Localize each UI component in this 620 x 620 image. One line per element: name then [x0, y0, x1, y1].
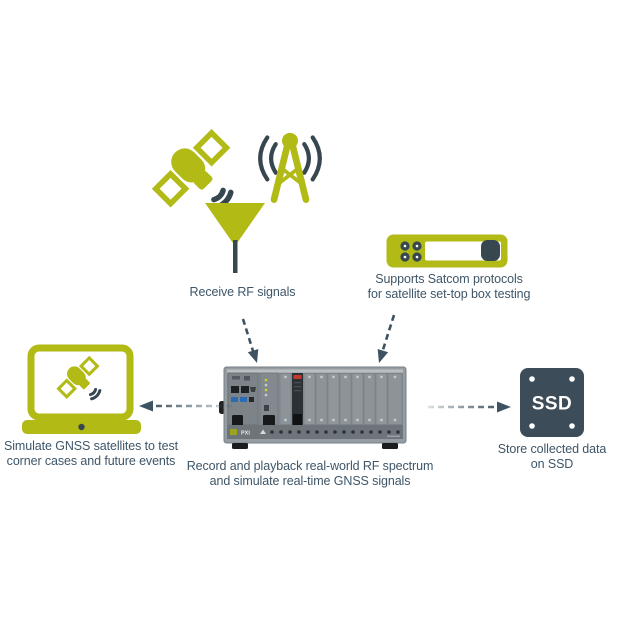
ssd-caption-line2: on SSD [530, 457, 574, 471]
receive-caption: Receive RF signals [160, 285, 325, 300]
ssd-icon: SSD [519, 367, 585, 438]
laptop-satellite-icon [56, 355, 102, 401]
laptop-caption: Simulate GNSS satellites to test corner … [2, 439, 180, 469]
ssd-label: SSD [532, 394, 573, 415]
laptop-caption-line2: corner cases and future events [6, 454, 176, 468]
satcom-caption-line2: for satellite set-top box testing [367, 287, 531, 301]
pxi-chassis: PXI [219, 365, 411, 451]
chassis-caption: Record and playback real-world RF spectr… [165, 459, 455, 489]
antenna-icon [203, 200, 267, 275]
satcom-receiver-icon [386, 234, 508, 268]
laptop-gnss-icon [20, 340, 145, 436]
arrow-satcom-to-chassis [377, 314, 396, 363]
chassis-logo [230, 429, 237, 435]
arrow-chassis-to-ssd [428, 401, 511, 413]
satcom-caption-line1: Supports Satcom protocols [375, 272, 523, 286]
laptop-caption-line1: Simulate GNSS satellites to test [4, 439, 178, 453]
arrow-antenna-to-chassis [241, 318, 259, 363]
ssd-caption: Store collected data on SSD [492, 442, 612, 472]
satcom-caption: Supports Satcom protocols for satellite … [366, 272, 532, 302]
gnss-satellite-icon [145, 124, 245, 219]
chassis-caption-line1: Record and playback real-world RF spectr… [186, 459, 434, 473]
ssd-caption-line1: Store collected data [497, 442, 607, 456]
chassis-caption-line2: and simulate real-time GNSS signals [209, 474, 411, 488]
radio-tower-icon [248, 124, 332, 208]
receive-caption-text: Receive RF signals [189, 285, 296, 299]
chassis-brand-label: PXI [241, 431, 250, 437]
